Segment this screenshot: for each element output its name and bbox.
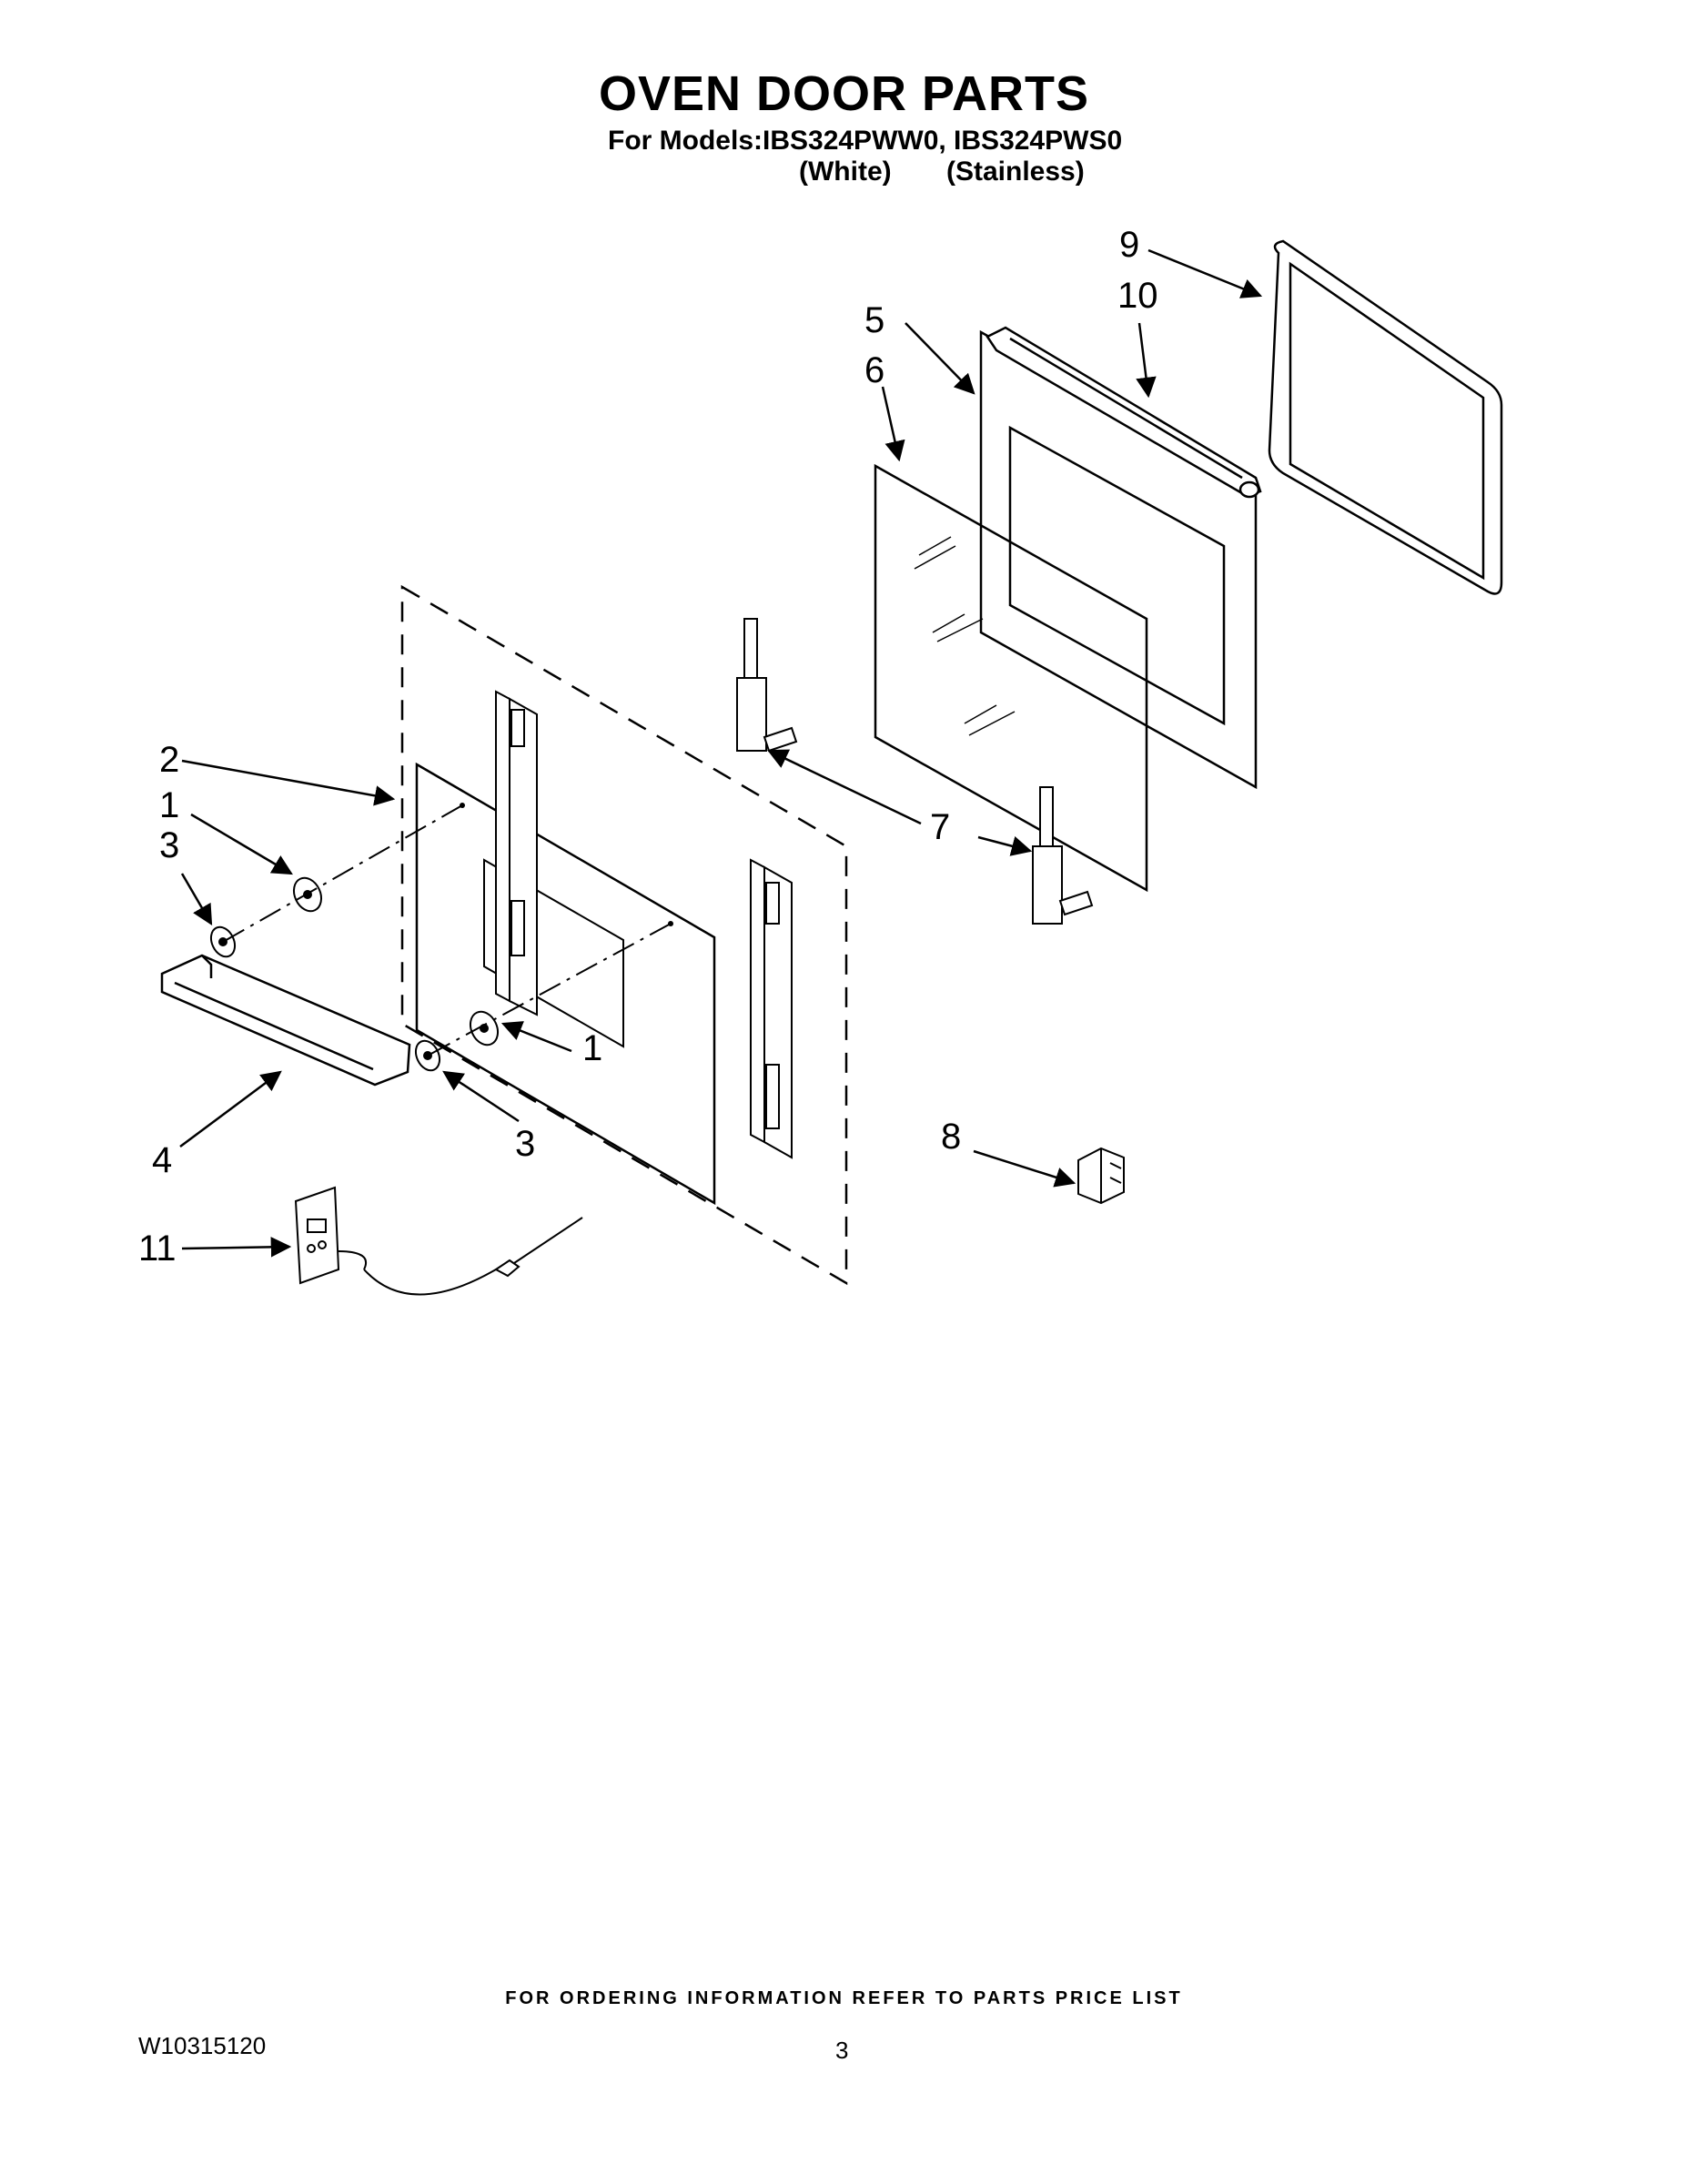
inner-door-panel xyxy=(415,762,716,1206)
door-hinge-lower xyxy=(1032,786,1094,925)
callout-10: 10 xyxy=(1117,276,1158,316)
left-door-channel xyxy=(495,690,538,1016)
door-handle xyxy=(160,954,411,1087)
callout-6: 6 xyxy=(864,350,884,390)
callout-1-lower: 1 xyxy=(582,1028,602,1068)
leader-lines xyxy=(179,248,1263,1258)
callout-4: 4 xyxy=(152,1140,172,1180)
document-number: W10315120 xyxy=(138,2032,267,2059)
callout-8: 8 xyxy=(941,1117,961,1157)
page-number: 3 xyxy=(835,2037,849,2064)
callout-9: 9 xyxy=(1119,225,1139,265)
door-hinge-upper xyxy=(736,618,798,753)
callout-7: 7 xyxy=(930,807,950,847)
variant-white-label: (White) xyxy=(799,157,892,187)
handle-washer-upper xyxy=(209,925,237,958)
door-glass-pane xyxy=(874,463,1148,893)
callout-3-upper: 3 xyxy=(159,825,179,865)
callout-5: 5 xyxy=(864,300,884,340)
callout-11: 11 xyxy=(138,1228,177,1269)
door-vent-trim xyxy=(986,326,1262,499)
mounting-centerlines xyxy=(222,804,672,1057)
door-gasket xyxy=(1268,239,1503,595)
hinge-receptacle xyxy=(1077,1147,1125,1205)
callout-2: 2 xyxy=(159,740,179,780)
callout-3-lower: 3 xyxy=(515,1124,535,1164)
ordering-note: FOR ORDERING INFORMATION REFER TO PARTS … xyxy=(505,1988,1183,2008)
page-title: OVEN DOOR PARTS xyxy=(598,66,1090,121)
callout-1-upper: 1 xyxy=(159,785,179,825)
handle-spacer-lower xyxy=(469,1010,500,1046)
models-subtitle: For Models:IBS324PWW0, IBS324PWS0 xyxy=(608,126,1123,156)
variant-stainless-label: (Stainless) xyxy=(946,157,1085,187)
outer-door-outline xyxy=(400,584,848,1286)
meat-probe xyxy=(294,1186,583,1296)
right-door-channel xyxy=(750,858,793,1159)
